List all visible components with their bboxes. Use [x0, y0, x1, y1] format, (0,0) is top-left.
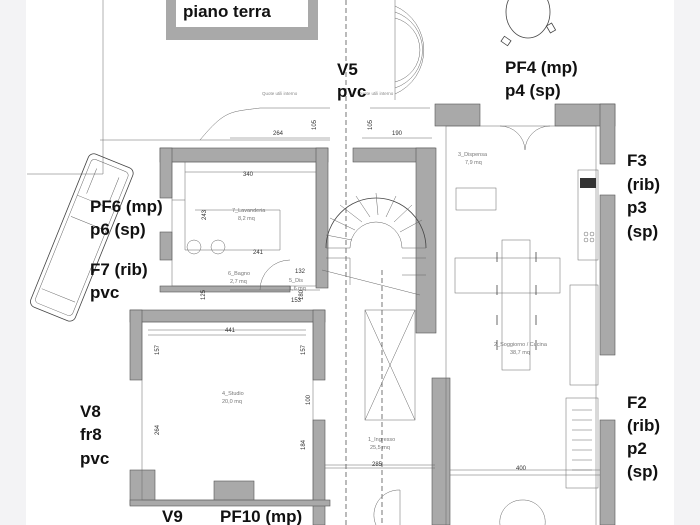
svg-text:105: 105 [312, 119, 318, 130]
svg-text:100: 100 [306, 394, 312, 405]
label-v8: V8 [80, 402, 101, 421]
title-label: piano terra [183, 2, 271, 21]
svg-text:(rib): (rib) [627, 175, 660, 194]
svg-text:fr8: fr8 [80, 425, 102, 444]
room-lavanderia: 7_Lavanderia [232, 208, 266, 214]
svg-text:400: 400 [516, 466, 527, 472]
fireplace [569, 284, 599, 386]
svg-text:243: 243 [202, 209, 208, 220]
label-v9: V9 [162, 507, 183, 525]
svg-text:2,7 mq: 2,7 mq [230, 279, 247, 285]
svg-text:157: 157 [301, 344, 307, 355]
svg-text:pvc: pvc [80, 449, 109, 468]
svg-text:8,2 mq: 8,2 mq [238, 216, 255, 222]
svg-text:(sp): (sp) [627, 462, 658, 481]
svg-text:153: 153 [291, 298, 302, 304]
svg-text:285: 285 [372, 462, 383, 468]
svg-text:p3: p3 [627, 198, 647, 217]
svg-text:25,5 mq: 25,5 mq [370, 445, 390, 451]
svg-text:340: 340 [243, 172, 254, 178]
title-frame: piano terra [166, 0, 318, 40]
void [364, 309, 416, 421]
svg-text:38,7 mq: 38,7 mq [510, 350, 530, 356]
left-margin [0, 0, 26, 525]
svg-text:105: 105 [368, 119, 374, 130]
dimensions: 264 105 190 105 340 243 241 132 153 125 … [148, 119, 600, 472]
note-quote: Quote utili interno [358, 91, 394, 96]
svg-text:157: 157 [155, 344, 161, 355]
site-lines [27, 0, 557, 175]
svg-text:125: 125 [201, 289, 207, 300]
svg-text:441: 441 [225, 328, 236, 334]
svg-text:132: 132 [295, 269, 306, 275]
svg-text:241: 241 [253, 250, 264, 256]
svg-text:(sp): (sp) [627, 222, 658, 241]
svg-text:pvc: pvc [337, 82, 366, 101]
dining-table [501, 239, 531, 371]
label-f7: F7 (rib) [90, 260, 148, 279]
svg-text:(rib): (rib) [627, 416, 660, 435]
note-quote: Quote utili interno [262, 91, 298, 96]
room-studio: 4_Studio [222, 391, 244, 397]
svg-text:264: 264 [155, 424, 161, 435]
label-pf10: PF10 (mp) [220, 507, 302, 525]
room-dis: 5_Dis [289, 278, 303, 284]
svg-text:20,0 mq: 20,0 mq [222, 399, 242, 405]
dispensa-table [455, 187, 497, 211]
opening-labels: V5 pvc PF4 (mp) p4 (sp) F3 (rib) p3 (sp)… [80, 58, 660, 525]
round-table [505, 0, 551, 39]
walls [129, 103, 616, 525]
svg-text:p2: p2 [627, 439, 647, 458]
spiral-stair [325, 197, 427, 249]
svg-text:264: 264 [273, 131, 284, 137]
label-pf6: PF6 (mp) [90, 197, 163, 216]
svg-text:180: 180 [299, 289, 305, 300]
svg-text:190: 190 [392, 131, 403, 137]
svg-text:184: 184 [301, 439, 307, 450]
room-ingresso: 1_Ingresso [368, 437, 395, 443]
svg-text:pvc: pvc [90, 283, 119, 302]
kitchen-counter [577, 169, 599, 261]
room-bagno: 6_Bagno [228, 271, 250, 277]
svg-text:7,9 mq: 7,9 mq [465, 160, 482, 166]
label-v5: V5 [337, 60, 358, 79]
label-f2: F2 [627, 393, 647, 412]
room-dispensa: 3_Dispensa [458, 152, 488, 158]
side-table [454, 257, 561, 294]
right-margin [674, 0, 700, 525]
svg-text:p6 (sp): p6 (sp) [90, 220, 146, 239]
car-icon [30, 153, 134, 322]
svg-text:p4 (sp): p4 (sp) [505, 81, 561, 100]
label-f3: F3 [627, 151, 647, 170]
room-soggiorno: 2_Soggiorno / Cucina [494, 342, 548, 348]
svg-text:1,6 mq: 1,6 mq [289, 286, 306, 292]
label-pf4: PF4 (mp) [505, 58, 578, 77]
sofa [565, 397, 599, 489]
